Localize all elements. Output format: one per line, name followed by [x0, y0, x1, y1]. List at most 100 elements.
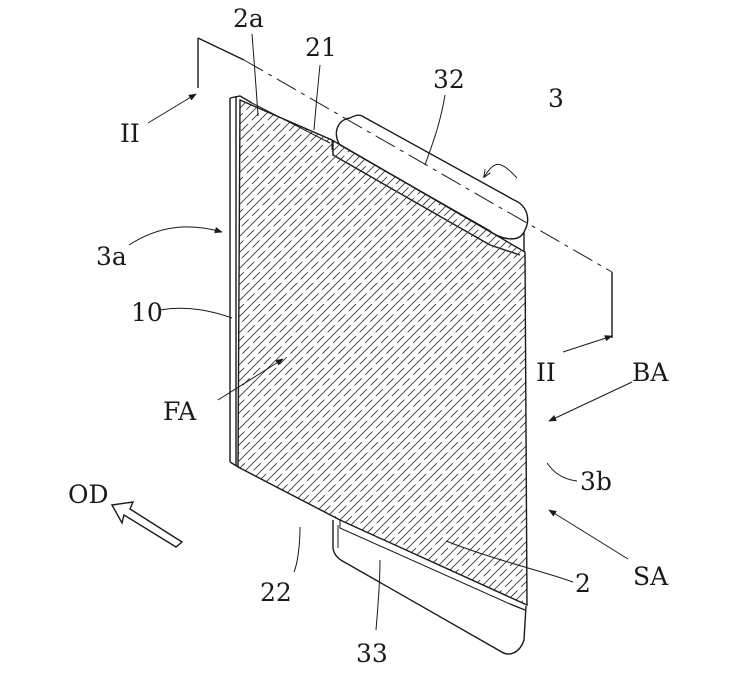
hatch-line-dashed: [403, 100, 527, 605]
hatch-line: [604, 0, 750, 640]
leader-22: [293, 526, 301, 573]
hatch-line: [238, 100, 349, 605]
hatch-line: [283, 100, 527, 605]
hatch-line-dashed: [238, 100, 453, 605]
hatch-line-dashed: [238, 100, 527, 605]
hatch-line-dashed: [451, 100, 527, 605]
hatch-line-dashed: [238, 100, 357, 605]
hatch-line: [238, 100, 525, 605]
leader-lines: [159, 33, 578, 631]
hatch-line: [238, 100, 527, 605]
hatch-line-dashed: [238, 100, 527, 605]
leader-32: [424, 94, 446, 166]
label-3b: 3b: [580, 467, 612, 496]
hatch-line: [251, 100, 527, 605]
hatch-line: [652, 0, 750, 640]
hatch-line-dashed: [612, 0, 750, 640]
label-10: 10: [131, 298, 163, 327]
label-21: 21: [305, 33, 337, 62]
arrow-sa: [548, 509, 629, 560]
label-od: OD: [68, 480, 109, 509]
leader-3b: [546, 462, 578, 482]
hatch-line-dashed: [275, 100, 527, 605]
hatch-line: [668, 0, 750, 640]
hatch-line-dashed: [238, 100, 527, 605]
hatch-line-dashed: [238, 100, 527, 605]
hatch-line-dashed: [238, 100, 527, 605]
hatch-line: [238, 100, 509, 605]
hatch-line: [732, 0, 750, 640]
hatch-line-dashed: [238, 100, 527, 605]
hatch-line-dashed: [238, 100, 527, 605]
label-sa: SA: [633, 562, 669, 591]
hatch-line: [556, 0, 750, 640]
hatch-line: [238, 100, 527, 605]
labels: 2a 21 32 3 II 3a 10 II BA FA 3b OD SA 2 …: [68, 4, 669, 668]
label-ii-top: II: [120, 119, 140, 148]
hatch-line: [347, 100, 527, 605]
hatch-line-dashed: [708, 0, 750, 640]
hatch-line: [238, 100, 397, 605]
hatch-line-dashed: [291, 100, 527, 605]
hatch-line-dashed: [238, 100, 527, 605]
hatch-line: [238, 100, 527, 605]
hatch-line-dashed: [0, 0, 228, 640]
hatch-line-dashed: [371, 100, 527, 605]
hatch-line: [331, 100, 527, 605]
hatch-line-dashed: [387, 100, 527, 605]
arrow-3a: [128, 226, 223, 246]
hatch-line: [459, 100, 527, 605]
hatch-line: [443, 100, 527, 605]
hatch-line: [238, 100, 493, 605]
hatch-line-dashed: [564, 0, 750, 640]
hatch-line: [238, 100, 527, 605]
hatch-line-dashed: [467, 100, 527, 605]
hatch-line: [379, 100, 527, 605]
hatch-line-dashed: [238, 100, 527, 605]
arrow-ba: [548, 381, 633, 422]
leader-33: [375, 559, 381, 631]
hatch-line: [238, 100, 527, 605]
hatch-line: [620, 0, 750, 640]
hatch-line-dashed: [238, 100, 527, 605]
hatch-line-dashed: [238, 100, 527, 605]
hatch-line-dashed: [238, 100, 517, 605]
hatch-line-dashed: [724, 0, 750, 640]
hatch-line: [238, 100, 527, 605]
leader-21: [313, 64, 321, 131]
hatch-line-dashed: [238, 100, 405, 605]
hatch-line: [363, 100, 527, 605]
hatch-line-dashed: [419, 100, 527, 605]
hatch-line-dashed: [676, 0, 750, 640]
hatch-line: [0, 0, 236, 640]
hatch-line-dashed: [355, 100, 527, 605]
hatch-line-dashed: [435, 100, 527, 605]
hatch-line: [475, 100, 527, 605]
section-line-ii: [197, 37, 613, 338]
hatch-line-dashed: [238, 100, 527, 605]
hatch-line: [238, 100, 527, 605]
hatch-line-dashed: [628, 0, 750, 640]
hatch-line: [636, 0, 750, 640]
leader-10: [159, 307, 233, 319]
hatch-line: [507, 100, 527, 605]
hatch-line-dashed: [238, 100, 527, 605]
hatch-line: [238, 100, 527, 605]
hatch-line-dashed: [238, 100, 527, 605]
hatch-line: [572, 0, 750, 640]
label-2: 2: [575, 569, 591, 598]
hatch-line: [540, 0, 750, 640]
hatch-line: [238, 100, 527, 605]
hatch-line-dashed: [307, 100, 527, 605]
hatch-line: [716, 0, 750, 640]
hatch-line-dashed: [644, 0, 750, 640]
label-2a: 2a: [233, 4, 264, 33]
hatch-line: [238, 100, 527, 605]
hatch-line-dashed: [548, 0, 750, 640]
hatch-line-dashed: [238, 100, 437, 605]
hatch-line: [238, 100, 527, 605]
hatch-line-dashed: [740, 0, 750, 640]
arrows: [128, 93, 633, 560]
hatch-line: [395, 100, 527, 605]
arrow-3: [484, 163, 518, 178]
